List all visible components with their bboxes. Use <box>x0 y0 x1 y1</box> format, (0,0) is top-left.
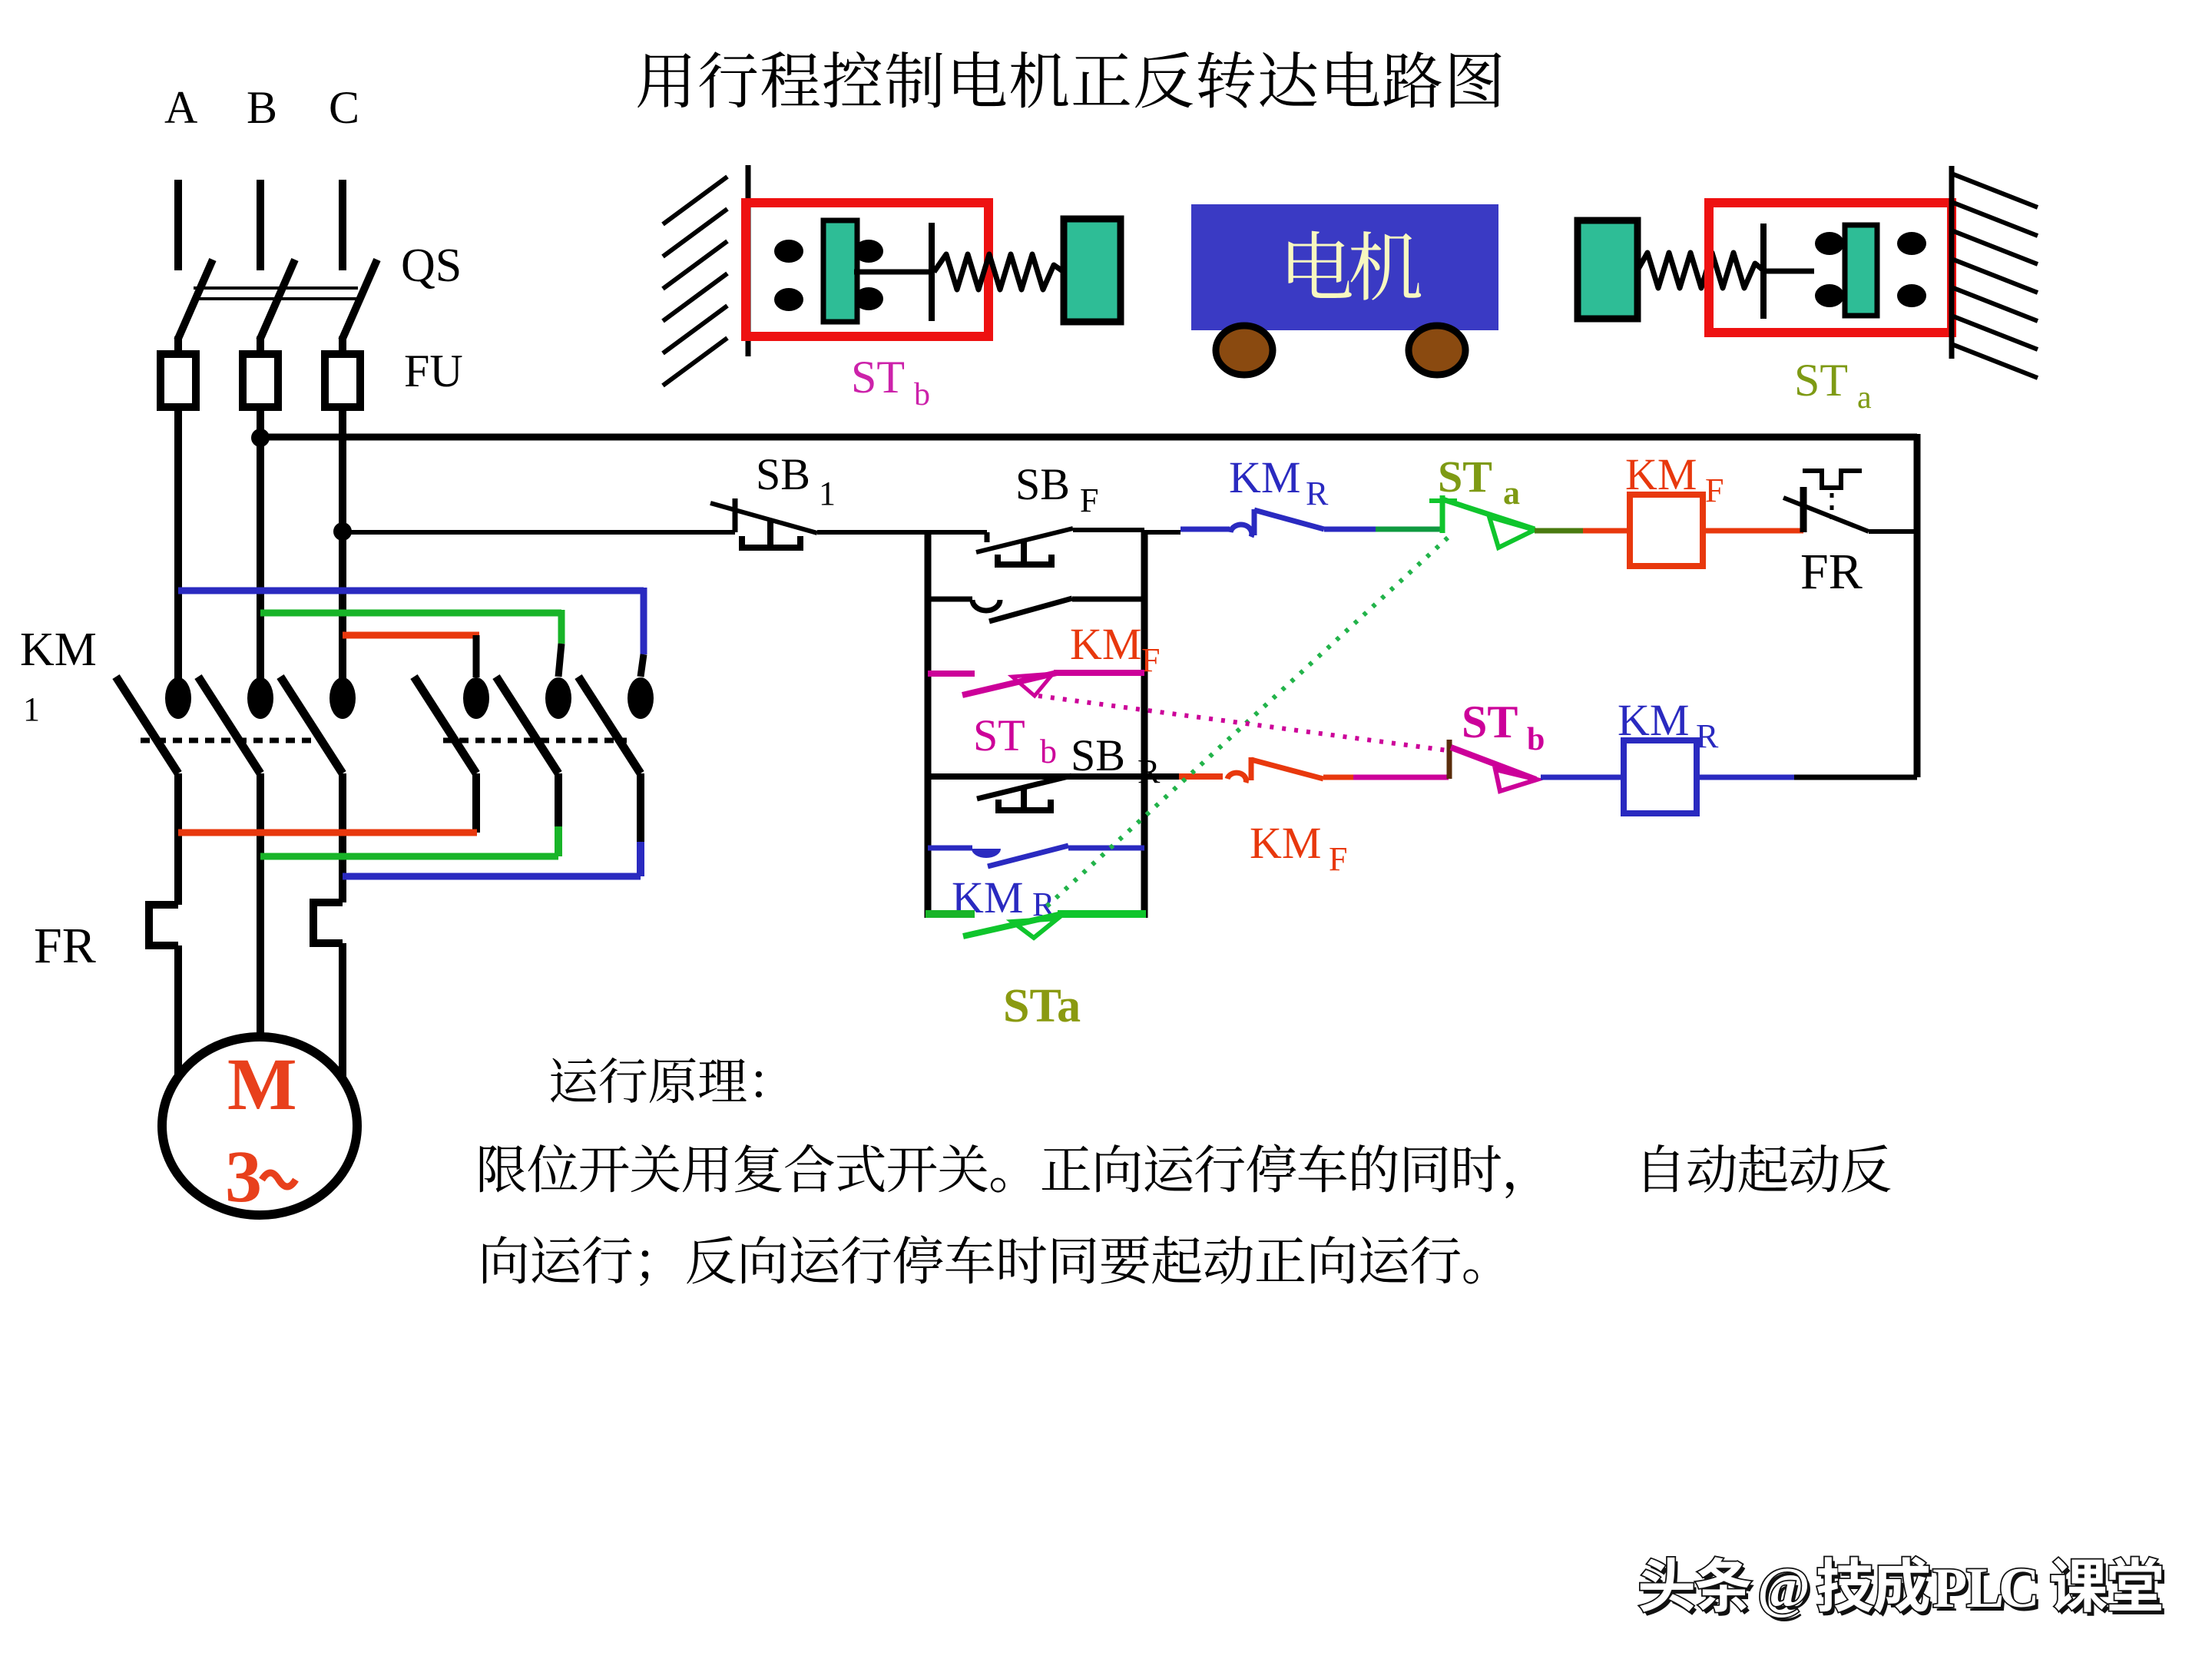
svg-text:STa: STa <box>1003 980 1081 1032</box>
svg-text:3: 3 <box>225 1135 262 1217</box>
svg-text:SB: SB <box>756 449 810 499</box>
svg-text:KM: KM <box>1250 818 1321 868</box>
svg-text:C: C <box>1998 1557 2039 1620</box>
svg-text:C: C <box>2002 1561 2042 1624</box>
svg-text:KM: KM <box>20 624 97 676</box>
svg-text:1: 1 <box>23 690 40 728</box>
svg-text:SB: SB <box>1071 730 1125 780</box>
svg-text:L: L <box>1969 1561 2007 1624</box>
svg-text:@: @ <box>1757 1557 1810 1620</box>
svg-text:M: M <box>227 1043 297 1125</box>
svg-text:ST: ST <box>1794 355 1848 406</box>
svg-text:C: C <box>1998 1557 2039 1620</box>
svg-text:FU: FU <box>404 346 463 396</box>
svg-text:SB: SB <box>1015 459 1070 509</box>
svg-text:b: b <box>914 377 930 412</box>
svg-text:R: R <box>1306 475 1329 512</box>
svg-text:KM: KM <box>1070 619 1141 669</box>
svg-text:F: F <box>1705 472 1724 509</box>
svg-text:@: @ <box>1760 1561 1813 1624</box>
svg-text:a: a <box>1503 474 1520 512</box>
svg-text:P: P <box>1936 1561 1970 1624</box>
svg-text:ST: ST <box>1462 697 1518 747</box>
svg-text:R: R <box>1137 753 1161 790</box>
svg-text:F: F <box>1141 641 1160 679</box>
svg-text:KM: KM <box>1229 452 1300 502</box>
svg-text:1: 1 <box>819 475 836 512</box>
svg-text:R: R <box>1696 717 1719 755</box>
svg-text:b: b <box>1527 722 1545 757</box>
svg-text:F: F <box>1329 840 1347 878</box>
svg-text:P: P <box>1932 1557 1967 1620</box>
svg-text:@: @ <box>1757 1557 1810 1620</box>
svg-text:FR: FR <box>1800 544 1863 600</box>
svg-text:A: A <box>164 82 197 133</box>
svg-text:ST: ST <box>973 710 1025 760</box>
svg-text:KM: KM <box>1618 695 1689 745</box>
svg-text:ST: ST <box>1438 452 1492 502</box>
svg-text:FR: FR <box>34 918 96 974</box>
svg-text:C: C <box>329 82 359 133</box>
svg-text:a: a <box>1857 380 1872 416</box>
svg-text:L: L <box>1966 1557 2004 1620</box>
svg-text:KM: KM <box>1625 449 1697 499</box>
svg-text:ST: ST <box>851 352 905 402</box>
svg-text:F: F <box>1080 482 1098 519</box>
svg-text:b: b <box>1040 733 1057 770</box>
svg-text:P: P <box>1932 1557 1967 1620</box>
svg-text:B: B <box>247 82 277 133</box>
svg-text:QS: QS <box>401 240 462 292</box>
svg-text:L: L <box>1966 1557 2004 1620</box>
